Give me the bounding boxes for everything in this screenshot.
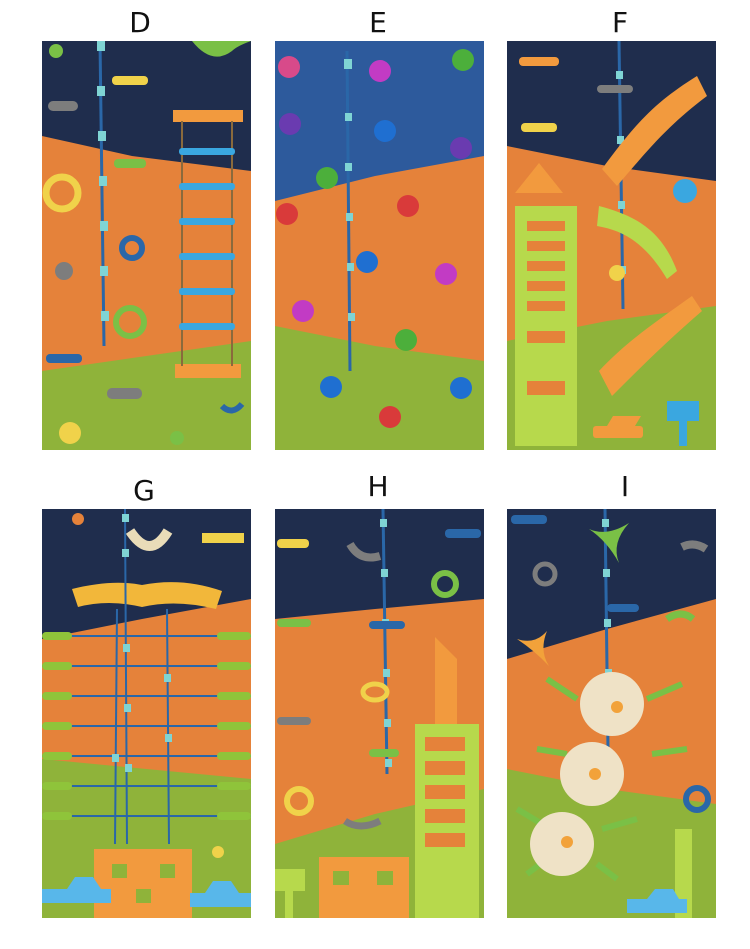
panel-label-f: F (611, 6, 629, 39)
wall-panel-f (507, 41, 716, 450)
panel-label-i: I (620, 470, 630, 503)
wall-panel-e-image (275, 41, 484, 450)
wall-panel-d (42, 41, 251, 450)
panel-label-g: G (133, 474, 155, 507)
panel-label-h: H (367, 470, 389, 503)
wall-panel-d-image (42, 41, 251, 450)
wall-panel-i (507, 509, 716, 918)
wall-panel-i-image (507, 509, 716, 918)
wall-panel-g-image (42, 509, 251, 918)
panel-label-d: D (129, 6, 151, 39)
panel-label-e: E (369, 6, 387, 39)
wall-panel-f-image (507, 41, 716, 450)
wall-panel-g (42, 509, 251, 918)
wall-panel-h (275, 509, 484, 918)
wall-panel-h-image (275, 509, 484, 918)
wall-panel-e (275, 41, 484, 450)
